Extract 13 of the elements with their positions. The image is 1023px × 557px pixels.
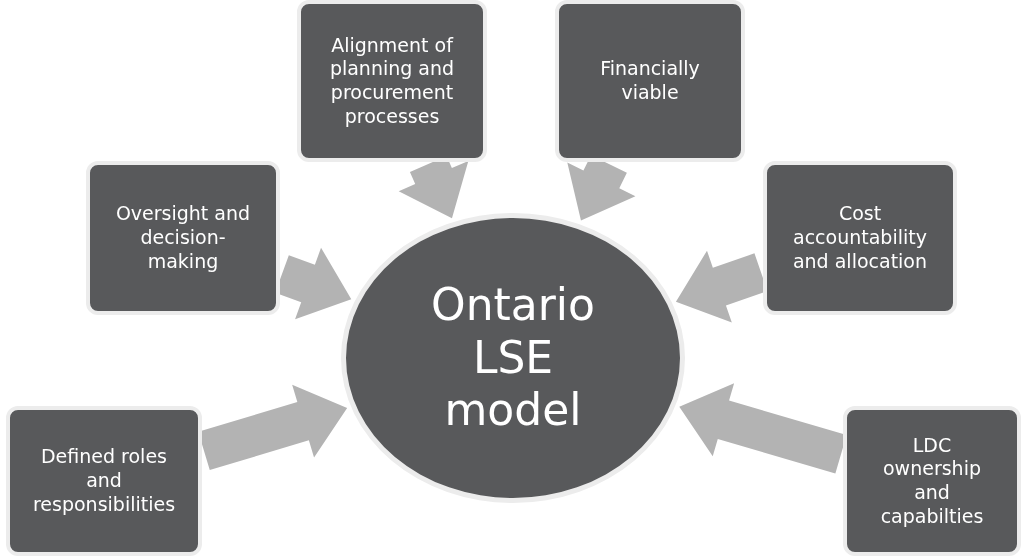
node-label: Defined roles and responsibilities — [31, 445, 177, 517]
node-label: Ontario LSE model — [430, 278, 596, 438]
node-label: Oversight and decision-making — [114, 202, 252, 274]
node-label: Financially viable — [599, 57, 701, 105]
node-label: Alignment of planning and procurement processes — [328, 33, 456, 129]
node-label: LDC ownership and capabilties — [879, 433, 985, 529]
topic-box — [86, 161, 280, 315]
topic-box — [763, 161, 957, 315]
topic-box — [555, 0, 745, 162]
topic-box — [843, 406, 1021, 556]
topic-box — [297, 0, 487, 162]
topic-box — [6, 406, 202, 556]
node-label: Cost accountability and allocation — [791, 202, 929, 274]
